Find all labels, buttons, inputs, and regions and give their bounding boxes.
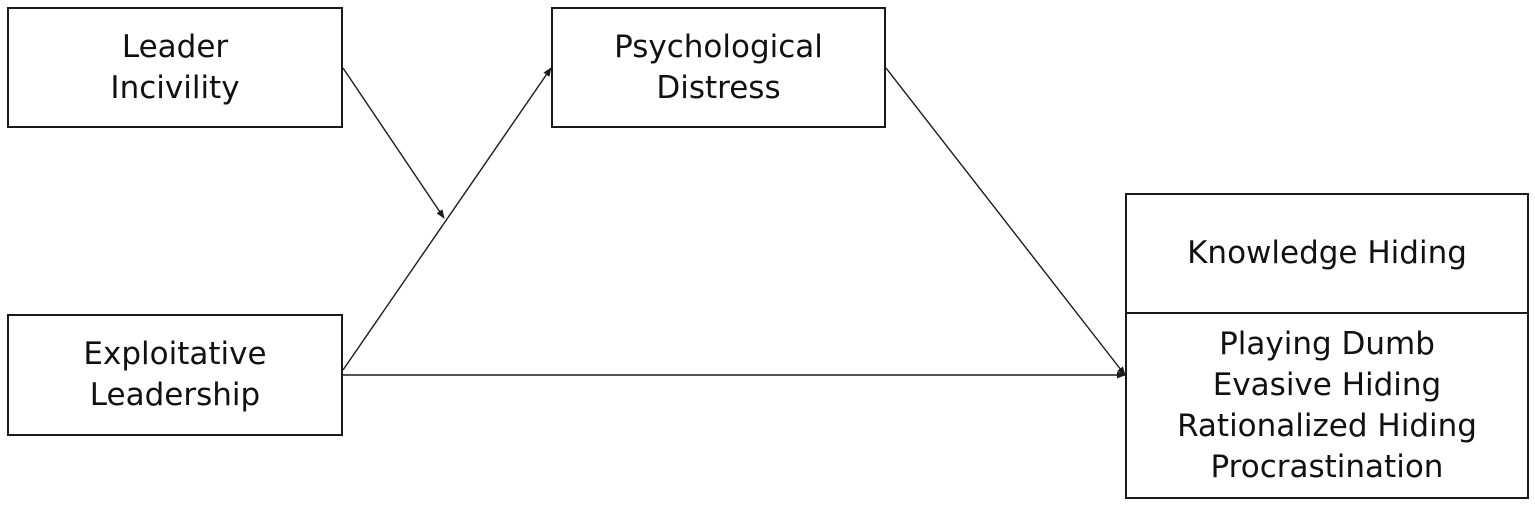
dimension-rationalized-hiding: Rationalized Hiding [1177, 407, 1477, 444]
arrow-incivility-moderation [342, 67, 445, 219]
knowledge-hiding-box: Knowledge Hiding Playing Dumb Evasive Hi… [1125, 193, 1529, 499]
leader-incivility-label-line-1: Leader [121, 28, 229, 65]
arrow-distress-to-knowledge-hiding [885, 67, 1126, 376]
knowledge-hiding-title: Knowledge Hiding [1187, 235, 1467, 271]
dimension-procrastination: Procrastination [1210, 448, 1444, 485]
psychological-distress-label-line-1: Psychological [614, 28, 823, 65]
dimension-evasive-hiding: Evasive Hiding [1212, 366, 1442, 403]
exploitative-leadership-label-line-2: Leadership [89, 377, 261, 413]
psychological-distress-label-line-2: Distress [656, 69, 781, 106]
knowledge-hiding-header: Knowledge Hiding [1127, 195, 1527, 314]
arrow-exploitative-to-distress [342, 67, 552, 371]
exploitative-leadership-box: Exploitative Leadership [7, 314, 343, 436]
psychological-distress-box: Psychological Distress [551, 7, 886, 128]
knowledge-hiding-dimensions: Playing Dumb Evasive Hiding Rationalized… [1127, 314, 1527, 497]
leader-incivility-box: Leader Incivility [7, 7, 343, 128]
leader-incivility-label-line-2: Incivility [110, 69, 240, 106]
exploitative-leadership-label-line-1: Exploitative [83, 336, 267, 372]
dimension-playing-dumb: Playing Dumb [1219, 325, 1435, 362]
